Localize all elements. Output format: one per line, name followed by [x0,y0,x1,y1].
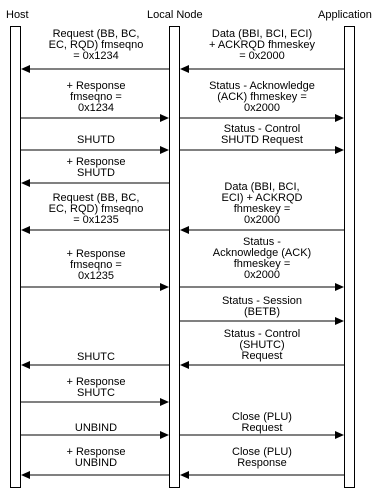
arrowhead [335,114,344,122]
arrowhead [160,398,169,406]
arrowhead [21,65,30,73]
message-label-3: + Response fmseqno = 0x1234 [66,80,126,114]
message-arrow-9 [180,226,344,234]
message-arrow-19 [180,471,344,479]
message-arrow-17 [180,431,344,439]
message-arrow-8 [21,226,169,234]
host-header: Host [6,9,29,21]
arrowhead [160,114,169,122]
message-arrow-16 [21,431,169,439]
arrowhead [335,317,344,325]
arrowhead [21,226,30,234]
message-label-7: + Response SHUTD [66,156,126,179]
message-label-2: Data (BBI, BCI, ECI) + ACKRQD fhmeskey =… [208,28,316,62]
arrowhead [180,226,189,234]
arrowhead [21,471,30,479]
message-label-10: + Response fmseqno = 0x1235 [66,248,126,282]
arrowhead [21,361,30,369]
application-lifeline [344,26,355,488]
message-arrow-3 [21,114,169,122]
application-header: Application [318,9,372,21]
message-arrow-18 [21,471,169,479]
message-label-8: Request (BB, BC, EC, RQD) fmseqno = 0x12… [48,192,144,226]
message-arrow-4 [180,114,344,122]
message-arrow-10 [21,283,169,291]
message-label-13: Status - Control (SHUTC) Request [223,328,301,362]
local-node-header: Local Node [147,9,203,21]
message-label-17: Close (PLU) Request [232,411,292,434]
local-node-lifeline [169,26,180,488]
message-label-19: Close (PLU) Response [232,446,292,469]
message-arrow-1 [21,65,169,73]
arrowhead [180,471,189,479]
host-lifeline [10,26,21,488]
arrowhead [160,431,169,439]
message-label-14: SHUTC [77,351,115,363]
message-arrow-12 [180,317,344,325]
message-arrow-14 [21,361,169,369]
message-label-18: + Response UNBIND [66,446,126,469]
message-label-11: Status - Acknowledge (ACK) fhmeskey = 0x… [212,236,312,281]
arrowhead [335,431,344,439]
message-label-16: UNBIND [74,422,118,434]
message-arrow-11 [180,283,344,291]
message-arrow-13 [180,361,344,369]
message-arrow-7 [21,179,169,187]
arrowhead [335,146,344,154]
message-label-15: + Response SHUTC [66,376,126,399]
message-label-6: Status - Control SHUTD Request [221,123,303,146]
message-label-12: Status - Session (BETB) [221,295,303,318]
message-arrow-15 [21,398,169,406]
message-label-5: SHUTD [77,134,115,146]
arrowhead [180,361,189,369]
message-arrow-5 [21,146,169,154]
arrowhead [160,283,169,291]
arrowhead [335,283,344,291]
arrowhead [180,65,189,73]
arrowhead [160,146,169,154]
message-label-9: Data (BBI, BCI, ECI) + ACKRQD fhmeskey =… [221,181,303,226]
arrowhead [21,179,30,187]
message-arrow-2 [180,65,344,73]
message-arrow-6 [180,146,344,154]
message-label-1: Request (BB, BC, EC, RQD) fmseqno = 0x12… [48,28,144,62]
message-label-4: Status - Acknowledge (ACK) fhmeskey = 0x… [209,80,315,114]
